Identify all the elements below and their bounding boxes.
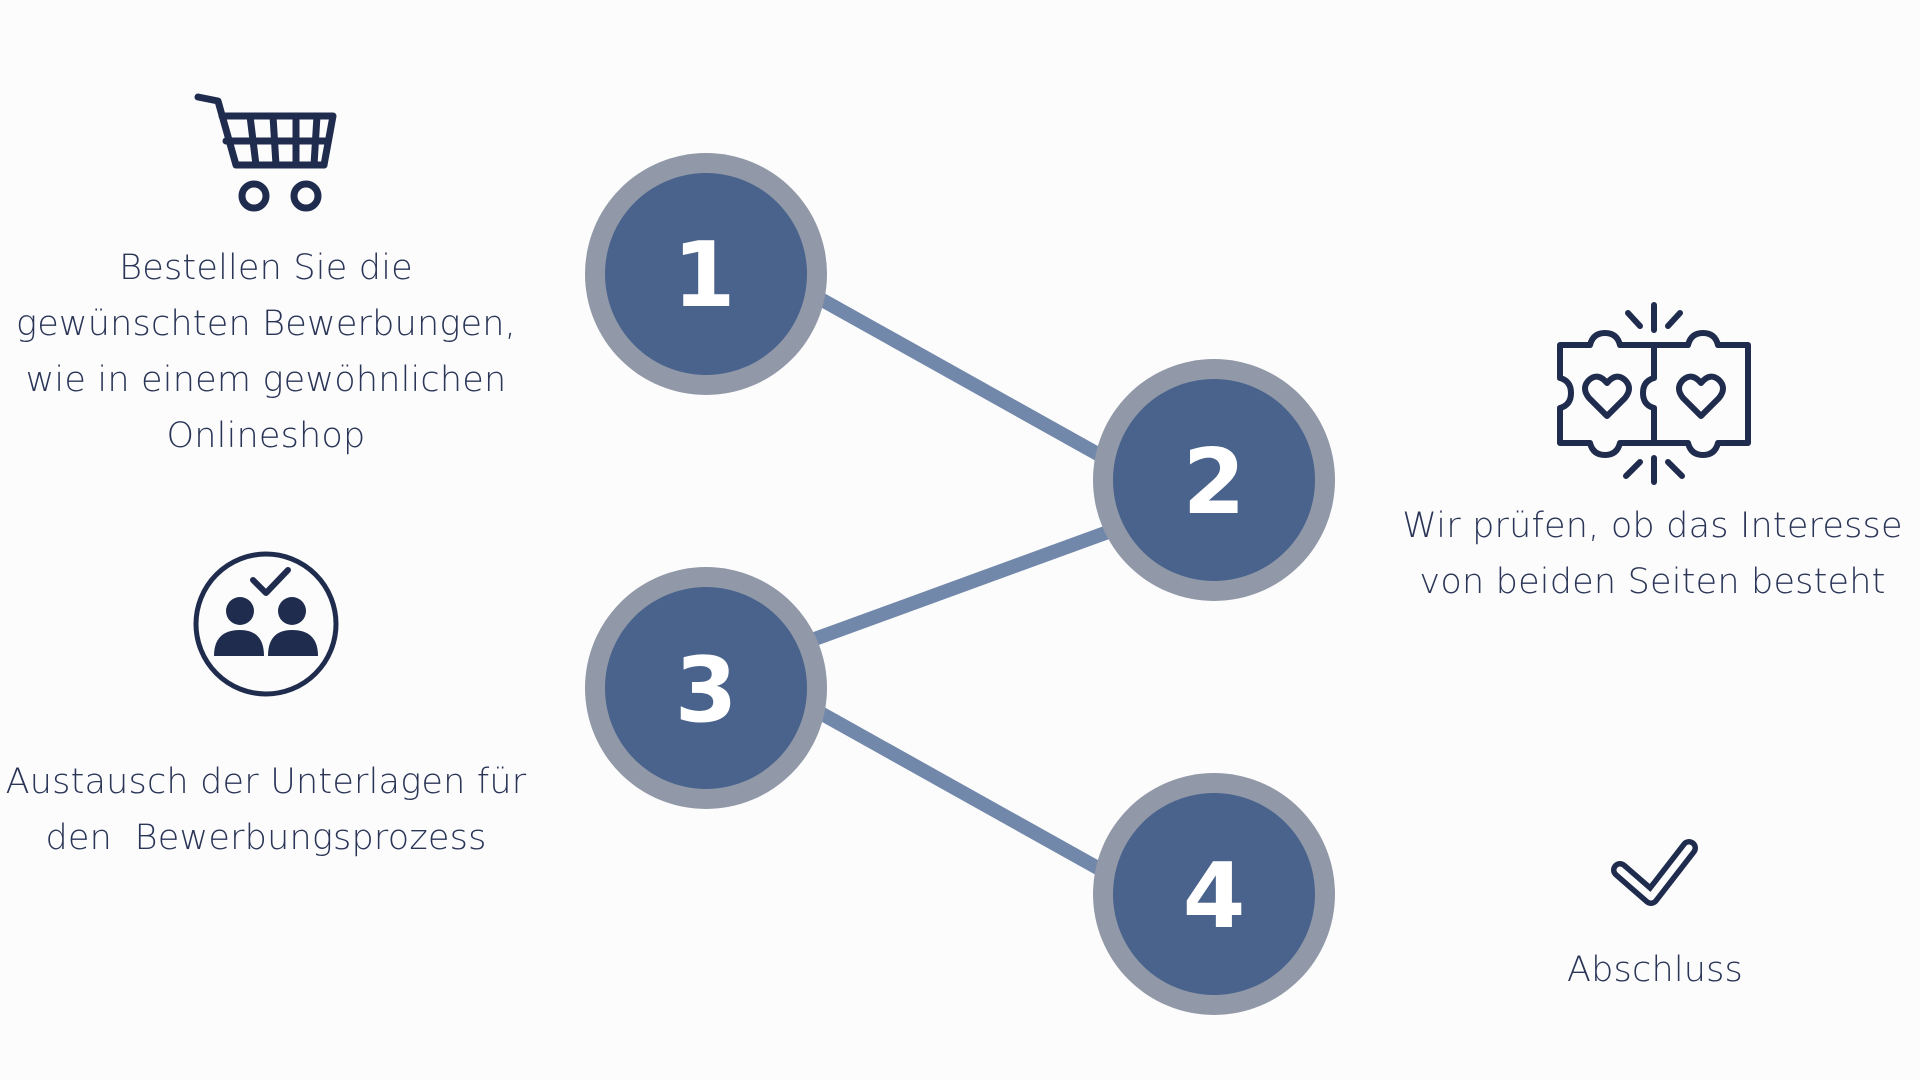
step-2-line: von beiden Seiten besteht bbox=[1419, 562, 1886, 602]
step-2-description: Wir prüfen, ob das Interesse von beiden … bbox=[1385, 498, 1920, 610]
step-number-4: 4 bbox=[1183, 844, 1246, 949]
step-circle-4: 4 bbox=[1093, 773, 1335, 1015]
step-1-line: Onlineshop bbox=[166, 416, 366, 456]
step-1-line: gewünschten Bewerbungen, bbox=[16, 304, 516, 344]
step-1-description: Bestellen Sie die gewünschten Bewerbunge… bbox=[0, 240, 532, 464]
step-2-line: Wir prüfen, ob das Interesse bbox=[1402, 506, 1903, 546]
two-people-check-icon bbox=[193, 551, 339, 697]
puzzle-hearts-icon bbox=[1557, 302, 1751, 485]
step-3-line: den Bewerbungsprozess bbox=[45, 818, 487, 858]
checkmark-icon bbox=[1611, 839, 1698, 906]
step-1-line: wie in einem gewöhnlichen bbox=[25, 360, 507, 400]
step-1-line: Bestellen Sie die bbox=[119, 248, 413, 288]
step-4-description: Abschluss bbox=[1495, 942, 1815, 998]
step-circle-2: 2 bbox=[1093, 359, 1335, 601]
step-number-1: 1 bbox=[673, 223, 736, 328]
shopping-cart-icon bbox=[194, 93, 337, 212]
step-4-line: Abschluss bbox=[1567, 950, 1743, 990]
step-3-line: Austausch der Unterlagen für bbox=[5, 762, 527, 802]
step-3-description: Austausch der Unterlagen für den Bewerbu… bbox=[0, 754, 532, 866]
connector-1-2 bbox=[786, 275, 1134, 479]
step-number-2: 2 bbox=[1183, 430, 1246, 535]
step-number-3: 3 bbox=[675, 638, 738, 743]
connector-2-3 bbox=[787, 517, 1133, 655]
step-circle-3: 3 bbox=[585, 567, 827, 809]
step-circle-1: 1 bbox=[585, 153, 827, 395]
connector-3-4 bbox=[786, 689, 1134, 893]
